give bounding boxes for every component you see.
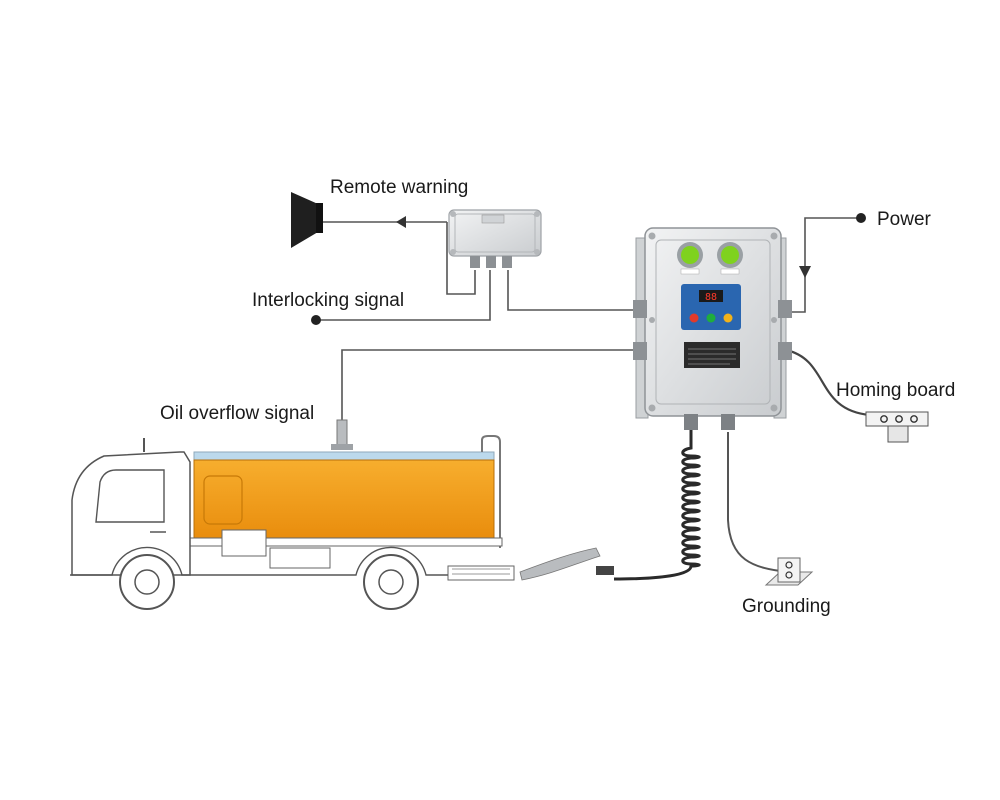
label-power: Power — [877, 209, 932, 230]
main-controller: 88 — [633, 227, 792, 430]
label-grounding: Grounding — [742, 596, 831, 617]
front-wheel — [119, 554, 175, 610]
power-arrow — [799, 266, 811, 278]
homing-board-cable — [785, 348, 871, 417]
tank-body — [193, 459, 495, 539]
junction-box — [448, 209, 542, 268]
overflow-sensor — [336, 419, 348, 447]
interlocking-wire-1 — [446, 222, 476, 295]
nameplate — [684, 342, 740, 368]
coiled-grounding-cable — [613, 430, 701, 581]
power-wire — [790, 217, 861, 313]
tanker-truck — [70, 419, 515, 610]
oil-overflow-wire — [341, 349, 643, 420]
rear-wheel — [363, 554, 419, 610]
power-terminal-dot — [856, 213, 866, 223]
indicator-lamp-left — [677, 242, 703, 268]
indicator-lamp-right — [717, 242, 743, 268]
loudspeaker-horn-icon — [291, 192, 323, 248]
grounding-cable — [727, 432, 789, 573]
grounding-clamp-icon — [519, 547, 614, 581]
label-oil-overflow-signal: Oil overflow signal — [160, 403, 314, 424]
coil-loops — [613, 430, 701, 581]
tank-top — [193, 451, 495, 461]
truck-window — [95, 469, 165, 523]
digital-display-digits: 88 — [705, 292, 717, 303]
digital-display — [699, 290, 723, 302]
interlocking-wire-2 — [316, 270, 491, 321]
green-button[interactable] — [706, 313, 716, 323]
label-interlocking-signal: Interlocking signal — [252, 290, 404, 311]
junction-to-controller-wire — [507, 270, 643, 311]
remote-warning-arrow — [396, 216, 406, 228]
yellow-button[interactable] — [723, 313, 733, 323]
red-button[interactable] — [689, 313, 699, 323]
homing-board — [865, 411, 929, 443]
interlocking-terminal-dot — [311, 315, 321, 325]
wiring — [311, 213, 871, 573]
label-homing-board: Homing board — [836, 380, 955, 401]
label-remote-warning: Remote warning — [330, 177, 468, 198]
lamp-right-light — [721, 246, 739, 264]
grounding-plate — [764, 557, 814, 586]
lamp-left-light — [681, 246, 699, 264]
